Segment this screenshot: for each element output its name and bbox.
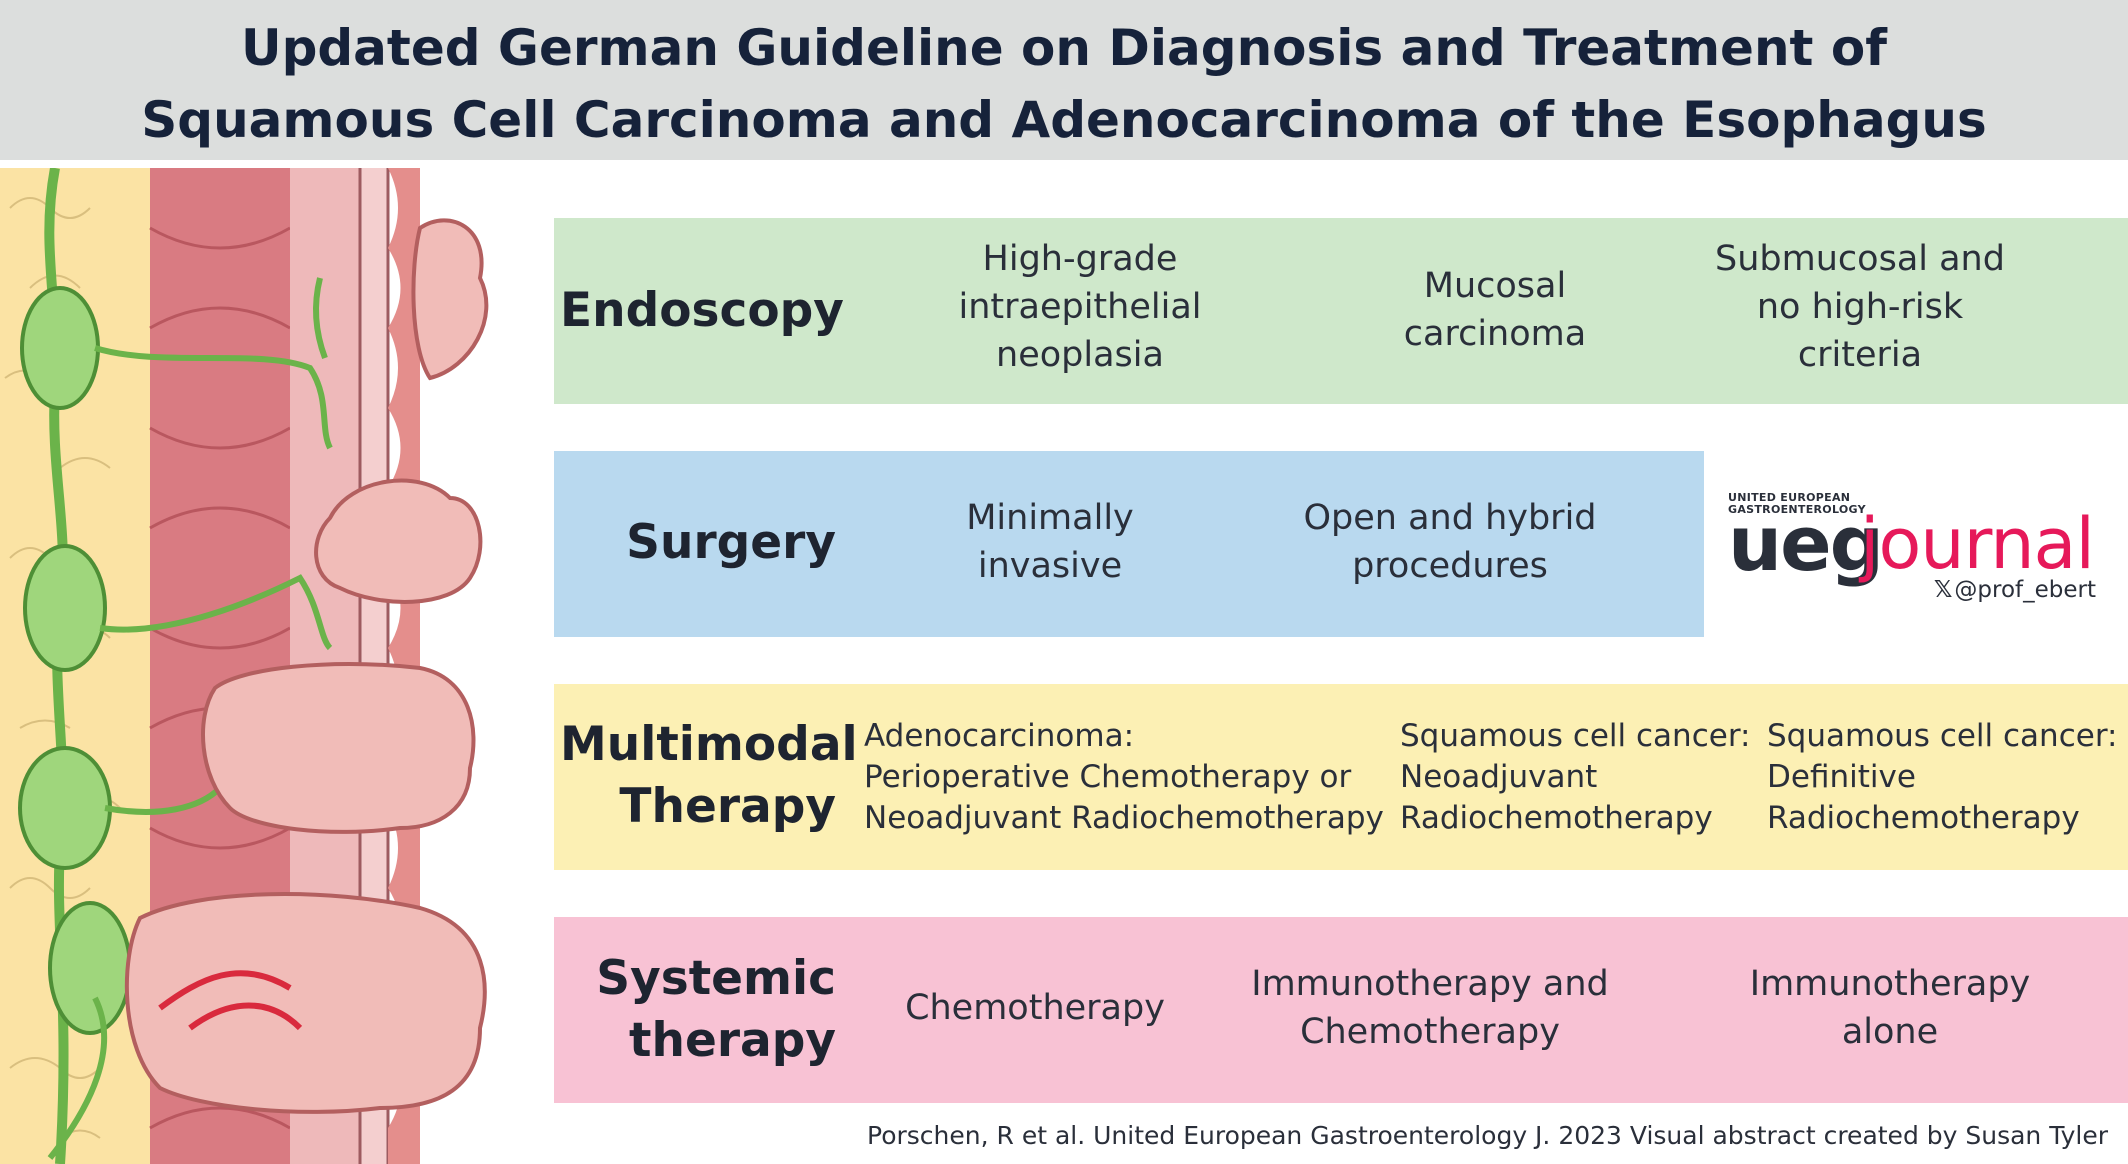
citation-footer: Porschen, R et al. United European Gastr… (867, 1121, 2108, 1150)
surgery-item: Minimally invasive (966, 498, 1134, 586)
row-label-systemic: Systemic therapy (596, 951, 836, 1068)
row-label-endoscopy: Endoscopy (560, 283, 844, 338)
logo-journal-text: journal (1860, 503, 2095, 585)
multimodal-band (554, 684, 2128, 870)
endoscopy-item: Mucosal carcinoma (1403, 266, 1587, 354)
systemic-item: Chemotherapy (905, 988, 1165, 1028)
blood-vessel (158, 970, 303, 1031)
lymph-branch (94, 345, 333, 450)
endoscopy-item: Submucosal and no high-risk criteria (1715, 239, 2005, 375)
header-banner: Updated German Guideline on Diagnosis an… (0, 0, 2128, 160)
multimodal-item: Adenocarcinoma: Perioperative Chemothera… (864, 718, 1384, 836)
lymph-node (20, 286, 100, 410)
tumor-advanced (124, 892, 487, 1114)
tumor-invasive (201, 662, 476, 834)
logo-brand: ueg (1728, 499, 1884, 588)
systemic-item: Immunotherapy alone (1749, 964, 2031, 1052)
social-handle: 𝕏@prof_ebert (1934, 576, 2096, 604)
handle-text: @prof_ebert (1954, 577, 2096, 603)
lymph-branch (47, 996, 108, 1160)
lymph-branch (104, 785, 223, 815)
page-title: Updated German Guideline on Diagnosis an… (141, 19, 1987, 149)
lymph-branch (99, 574, 333, 651)
surgery-item: Open and hybrid procedures (1303, 498, 1597, 586)
multimodal-item: Squamous cell cancer: Neoadjuvant Radioc… (1400, 718, 1751, 836)
endoscopy-item: High-grade intraepithelial neoplasia (958, 239, 1202, 375)
tumor-mucosal (411, 218, 489, 381)
endoscopy-band (554, 218, 2128, 404)
ueg-journal-logo: UNITED EUROPEAN GASTROENTEROLOGY ueg jou… (1728, 488, 2104, 608)
logo-org-text: UNITED EUROPEAN GASTROENTEROLOGY (1728, 491, 1866, 516)
multimodal-item: Squamous cell cancer: Definitive Radioch… (1767, 718, 2118, 836)
row-label-surgery: Surgery (626, 515, 836, 570)
systemic-band (554, 917, 2128, 1103)
surgery-band (554, 451, 1704, 637)
systemic-item: Immunotherapy and Chemotherapy (1251, 964, 1609, 1052)
x-icon: 𝕏 (1933, 577, 1953, 603)
lymph-node (23, 544, 107, 672)
esophagus-wall-tumor-illustration (0, 168, 489, 1164)
tumor-submucosal (314, 478, 483, 604)
lymph-node (48, 901, 132, 1035)
row-label-multimodal: Multimodal Therapy (560, 717, 858, 834)
lymph-node (18, 746, 112, 870)
